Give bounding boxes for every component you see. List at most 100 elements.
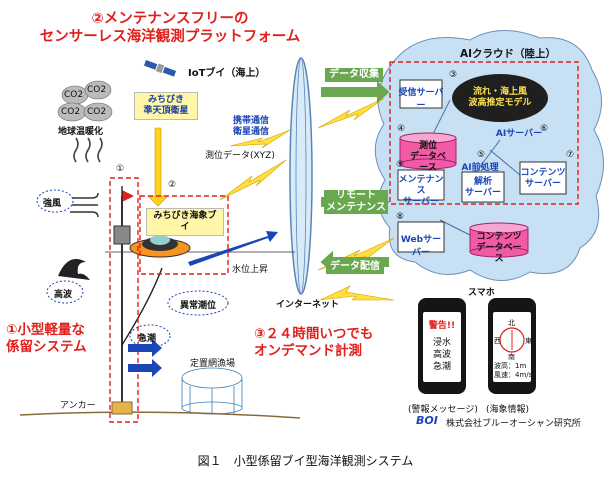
phone2-info: 波高：1m 風速：4m/s	[494, 362, 532, 380]
ai-cloud-dashed-box	[389, 61, 579, 205]
laptop-receive	[399, 79, 443, 109]
contents-server-label: コンテンツ サーバー	[520, 168, 566, 190]
ai-server-label: AIサーバー	[495, 129, 543, 139]
small-light-line1: ①小型軽量な	[6, 322, 85, 338]
anomaly-tide-label: 異常潮位	[180, 301, 217, 311]
h24-line1: ③２４時間いつでも	[254, 326, 374, 342]
buoy-icon	[129, 235, 191, 258]
phone1-line1: 浸水	[432, 338, 451, 348]
analysis-line2: サーバー	[465, 188, 501, 198]
contents-db-line2: データベース	[476, 243, 522, 264]
remote-line1: リモート	[336, 190, 376, 201]
ai-cloud-title: AIクラウド（陸上）	[460, 48, 557, 60]
phone2-west: 西	[494, 337, 501, 345]
web-server-label: Webサーバー	[400, 235, 442, 258]
h24-text: ③２４時間いつでも オンデマンド計測	[254, 326, 373, 360]
maint-line2: サーバー	[403, 197, 439, 207]
bolt-2	[219, 159, 287, 201]
num4: ④	[397, 124, 406, 134]
satellite-box: みちびき 準天頂衛星	[134, 92, 198, 120]
phone2-wind: 風速：4m/s	[494, 371, 533, 379]
satellite-icon	[143, 59, 177, 77]
satellite-box-line1: みちびき	[147, 95, 184, 105]
figure-caption: 図１ 小型係留ブイ型海洋観測システム	[197, 454, 414, 468]
measure-data-label: 測位データ(XYZ)	[205, 151, 275, 161]
comms-line1: 携帯通信	[233, 116, 270, 126]
analysis-line1: 解析	[473, 177, 492, 187]
small-light-line2: 係留システム	[6, 339, 87, 355]
anchor-label: アンカー	[60, 401, 96, 411]
fixed-net-label: 定置網漁場	[190, 359, 236, 369]
bolt-1	[229, 129, 291, 149]
num9: ⑨	[396, 160, 405, 170]
laptop-maint	[397, 169, 445, 201]
num1-label: ①	[116, 164, 125, 174]
phone2-north: 北	[508, 319, 515, 327]
satellite-box-line2: 準天頂衛星	[143, 106, 189, 116]
data-collect-label: データ収集	[325, 68, 383, 82]
maint-server-label: メンテナンス サーバー	[398, 175, 444, 208]
mooring-dashed-box	[109, 177, 139, 423]
phone1-line3: 急潮	[432, 362, 451, 372]
num3: ③	[449, 70, 458, 80]
bolt-3	[317, 97, 385, 129]
num7: ⑦	[566, 150, 575, 160]
data-deliver-label: データ配信	[326, 260, 384, 274]
comms-line2: 衛星通信	[233, 127, 270, 137]
brain-label: 流れ・海上風 波高推定モデル	[464, 87, 536, 109]
high-wave-label: 高波	[54, 290, 73, 300]
db-label: 測位 データベース	[406, 141, 450, 174]
receive-server-label: 受信サーバー	[398, 88, 444, 111]
rapid-tide-label: 急潮	[138, 334, 157, 344]
maint-line1: メンテナンス	[398, 175, 444, 196]
contents-db-line1: コンテンツ	[476, 232, 522, 242]
smartphone-label: スマホ	[468, 288, 495, 298]
db-cylinder-2	[469, 222, 529, 258]
phone2-east: 東	[525, 337, 532, 345]
phone1-line2: 高波	[432, 350, 451, 360]
internet-lens	[289, 57, 313, 295]
ai-pre-label: AI前処理	[461, 163, 499, 173]
co2-1: CO2	[64, 90, 84, 100]
small-light-text: ①小型軽量な 係留システム	[6, 322, 87, 356]
buoy-label: みちびき海象ブイ	[146, 208, 224, 236]
db-cylinder-1	[399, 132, 457, 170]
contents-db-label: コンテンツ データベース	[474, 232, 524, 265]
phone2-caption: (海象情報)	[486, 405, 530, 415]
num5: ⑤	[477, 150, 486, 160]
remote-label: リモート メンテナンス	[324, 190, 388, 214]
laptop-web	[397, 221, 445, 253]
internet-label: インターネット	[276, 300, 340, 310]
brain-line2: 波高推定モデル	[468, 98, 532, 108]
laptop-contents	[519, 161, 567, 195]
db-line1: 測位	[418, 141, 437, 151]
title-line-2: センサーレス海洋観測プラットフォーム	[39, 29, 301, 45]
phone1-screen: 警告!! 浸水 高波 急潮	[423, 318, 461, 373]
contents-line1: コンテンツ	[520, 168, 566, 178]
water-rise-label: 水位上昇	[232, 265, 269, 275]
contents-line2: サーバー	[525, 179, 561, 189]
laptop-analysis	[461, 171, 505, 203]
brain-icon	[452, 74, 548, 122]
remote-line2: メンテナンス	[326, 202, 386, 213]
analysis-server-label: 解析 サーバー	[462, 177, 504, 199]
comms-text: 携帯通信 衛星通信	[233, 116, 269, 138]
phone1-caption: (警報メッセージ)	[408, 405, 478, 415]
num6: ⑥	[540, 124, 549, 134]
company-logo: BOI	[416, 414, 438, 427]
wave-icon	[58, 259, 90, 280]
buoy-dashed-box	[139, 195, 229, 275]
company-name: 株式会社ブルーオーシャン研究所	[446, 419, 581, 429]
brain-line1: 流れ・海上風	[472, 87, 527, 97]
title-line-1: ②メンテナンスフリーの	[91, 11, 249, 27]
phone2-wave: 波高：1m	[494, 362, 527, 370]
phone2-south: 南	[508, 353, 515, 361]
co2-2: CO2	[87, 85, 107, 95]
phone1-alert: 警告!!	[428, 321, 456, 331]
sat-arrow	[147, 127, 169, 207]
bolt-5	[319, 285, 395, 301]
num8: ⑧	[396, 212, 405, 222]
co2-3: CO2	[61, 107, 81, 117]
h24-line2: オンデマンド計測	[254, 343, 362, 359]
